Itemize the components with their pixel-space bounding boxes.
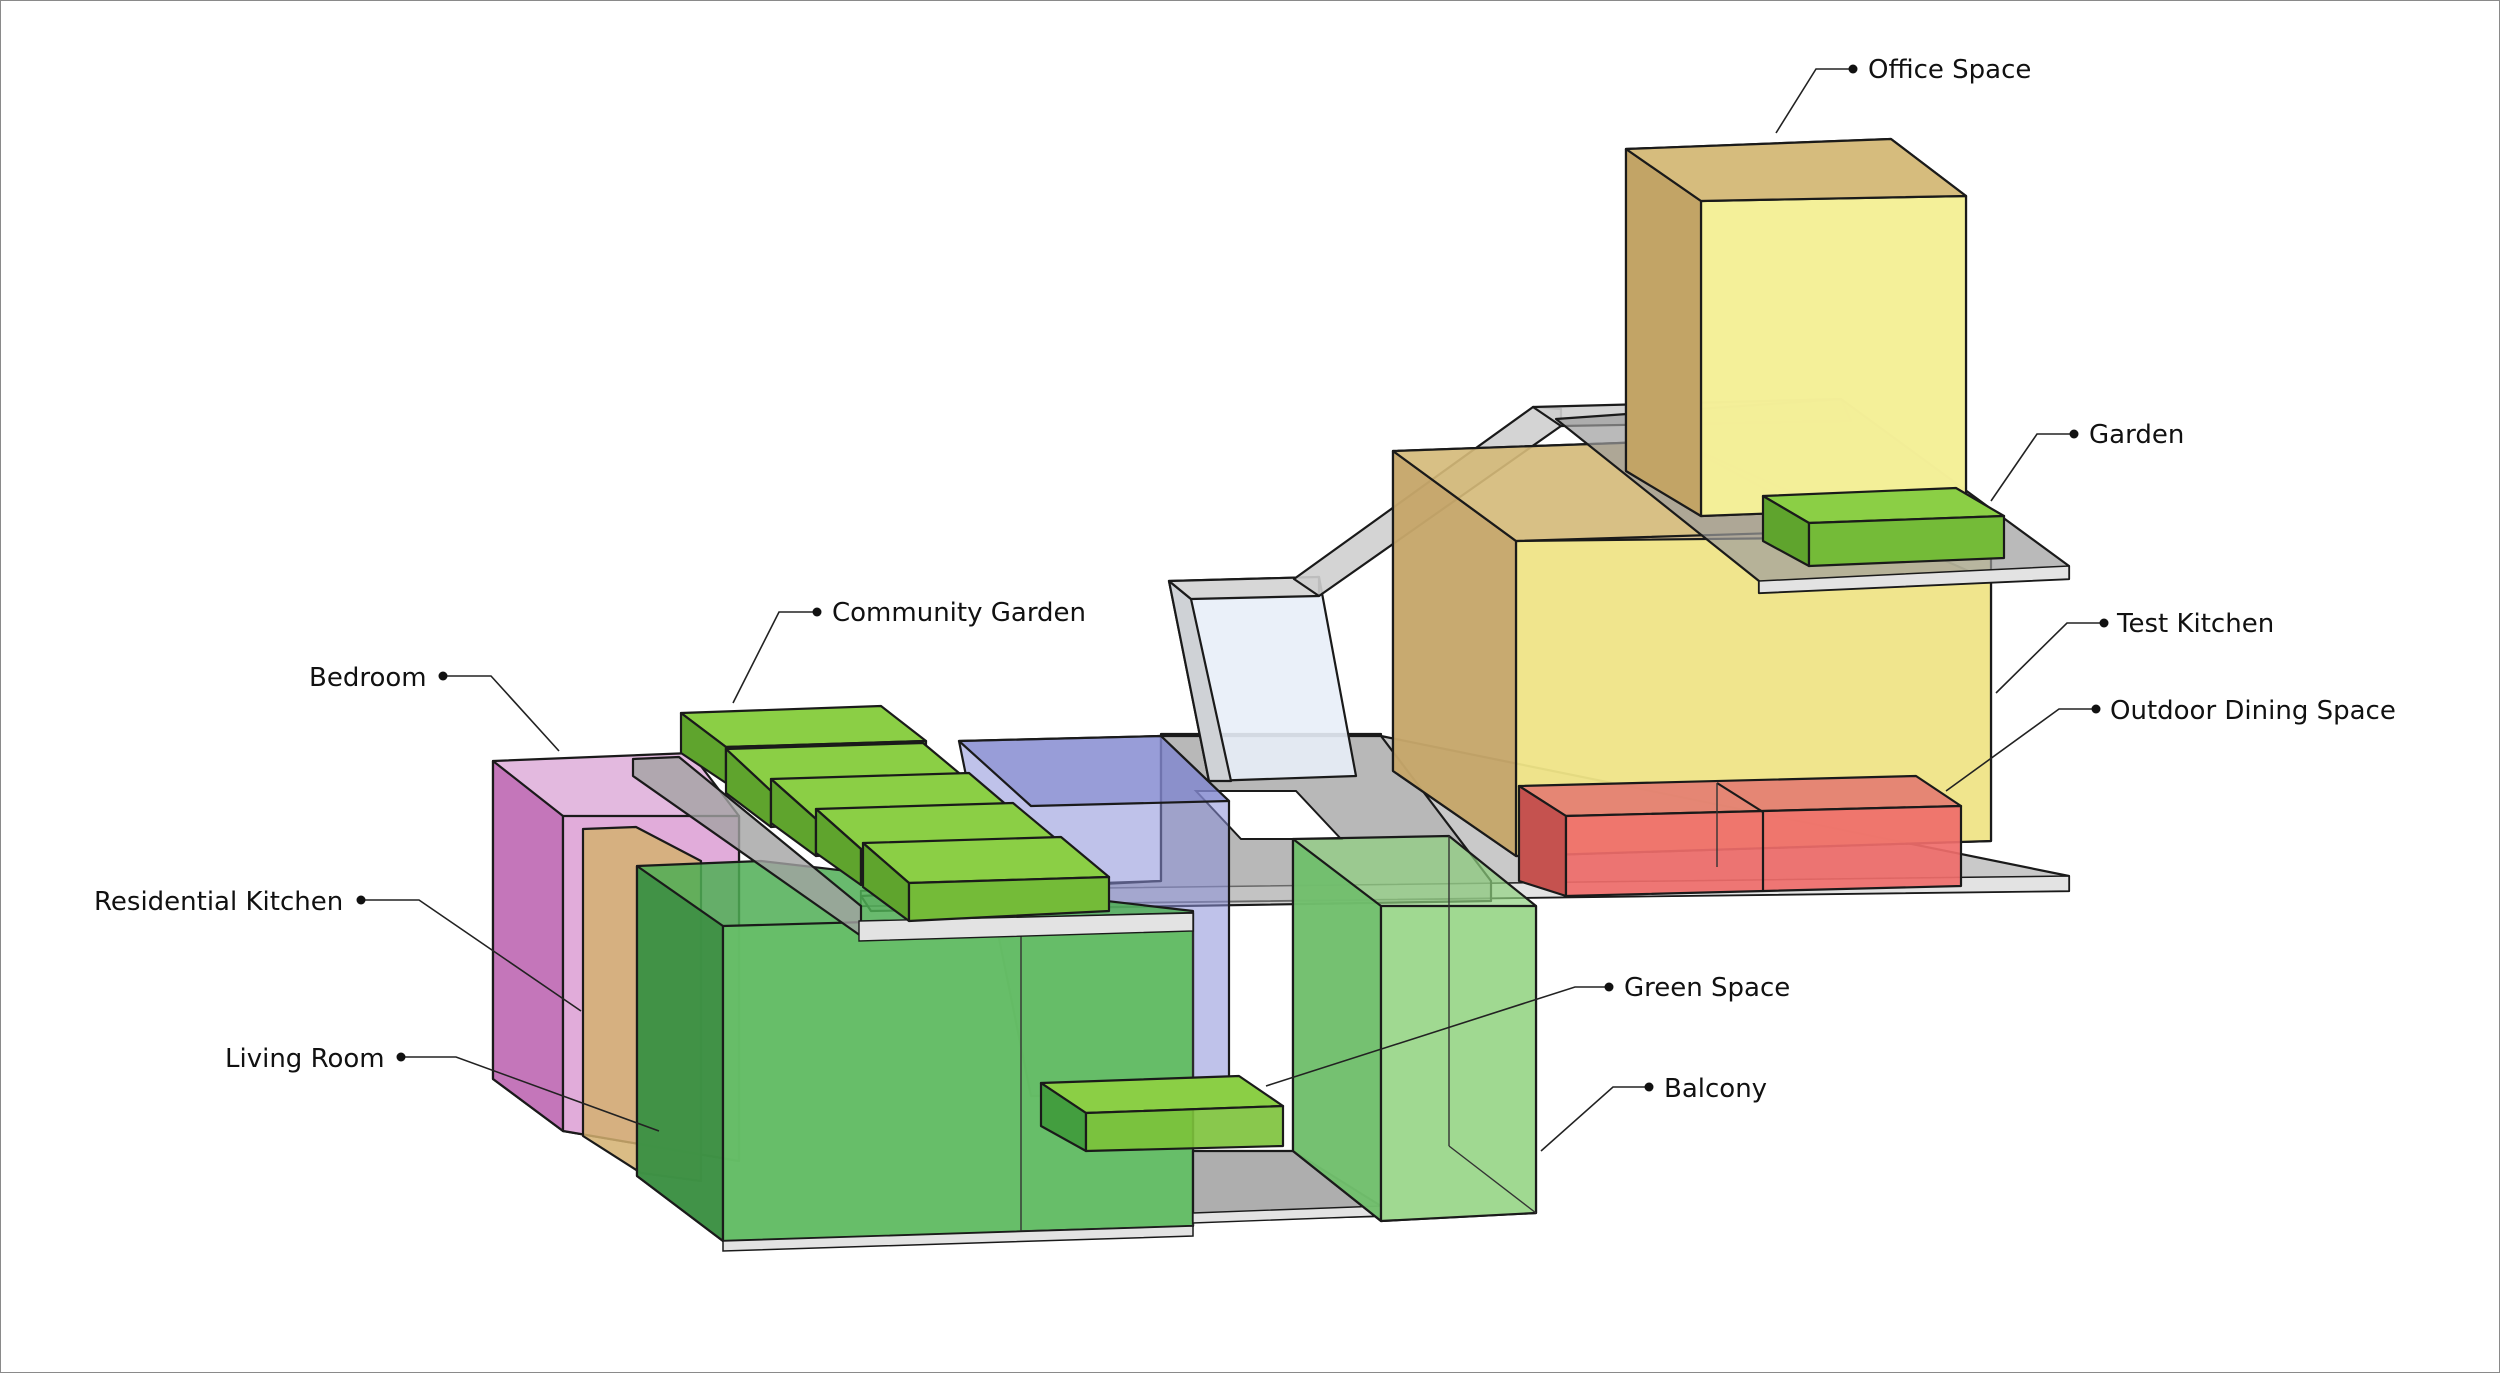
- callout-living-room: Living Room: [225, 1044, 660, 1132]
- label-balcony: Balcony: [1664, 1074, 1767, 1104]
- green-space-planter: [1039, 1074, 1285, 1153]
- callout-test-kitchen: Test Kitchen: [1995, 609, 2274, 694]
- callout-green-space: Green Space: [1265, 973, 1790, 1087]
- callout-community-garden: Community Garden: [732, 598, 1086, 704]
- callout-garden: Garden: [1990, 420, 2184, 502]
- label-outdoor-dining-space: Outdoor Dining Space: [2110, 696, 2396, 726]
- living-room-volume: [635, 859, 1195, 1252]
- callout-balcony: Balcony: [1540, 1074, 1767, 1152]
- lower-slab: [1191, 1149, 1383, 1224]
- community-garden-planters: [631, 704, 1194, 942]
- label-community-garden: Community Garden: [832, 598, 1086, 628]
- callout-office-space: Office Space: [1775, 55, 2031, 134]
- label-living-room: Living Room: [225, 1044, 385, 1074]
- office-space-volume: [1624, 137, 1968, 518]
- callout-residential-kitchen: Residential Kitchen: [94, 887, 582, 1012]
- outdoor-dining-volume: [1517, 774, 1963, 898]
- garden-planter: [1761, 486, 2006, 568]
- label-garden: Garden: [2089, 420, 2184, 450]
- callout-outdoor-dining-space: Outdoor Dining Space: [1945, 696, 2396, 792]
- label-green-space: Green Space: [1624, 973, 1790, 1003]
- label-bedroom: Bedroom: [309, 663, 427, 693]
- callout-bedroom: Bedroom: [309, 663, 560, 752]
- balcony-volume: [1291, 834, 1538, 1223]
- label-office-space: Office Space: [1868, 55, 2031, 85]
- label-residential-kitchen: Residential Kitchen: [94, 887, 343, 917]
- label-test-kitchen: Test Kitchen: [2116, 609, 2274, 639]
